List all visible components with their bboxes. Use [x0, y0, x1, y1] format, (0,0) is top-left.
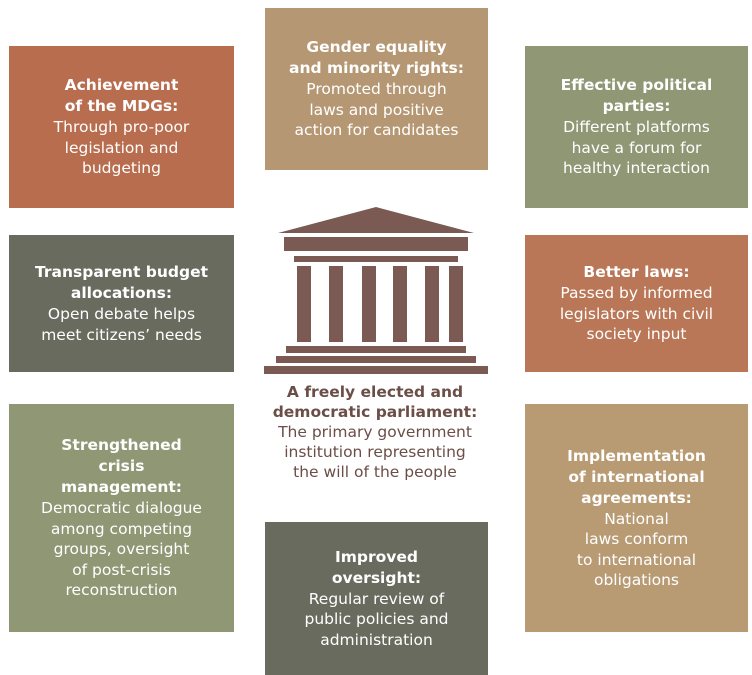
- box-political-parties-title: Effective political parties:: [560, 76, 713, 116]
- box-improved-oversight: Improved oversight: Regular review of pu…: [265, 522, 488, 675]
- box-better-laws-title: Better laws:: [583, 263, 690, 282]
- box-crisis-management-title: Strengthened crisis management:: [60, 436, 183, 497]
- box-international-agreements: Implementation of international agreemen…: [525, 404, 748, 632]
- box-crisis-management-body: Democratic dialogue among competing grou…: [41, 499, 202, 600]
- box-mdgs-body: Through pro-poor legislation and budgeti…: [53, 118, 190, 178]
- box-budget-allocations-body: Open debate helps meet citizens’ needs: [41, 305, 202, 344]
- box-improved-oversight-body: Regular review of public policies and ad…: [304, 589, 449, 649]
- center-caption-body: The primary government institution repre…: [278, 423, 472, 481]
- box-improved-oversight-title: Improved oversight:: [331, 547, 422, 587]
- box-budget-allocations: Transparent budget allocations: Open deb…: [9, 235, 234, 372]
- box-better-laws-body: Passed by informed legislators with civi…: [559, 284, 714, 344]
- box-international-agreements-title: Implementation of international agreemen…: [567, 446, 706, 507]
- box-budget-allocations-title: Transparent budget allocations:: [34, 263, 209, 302]
- center-caption: A freely elected and democratic parliame…: [258, 382, 492, 482]
- box-mdgs: Achievement of the MDGs: Through pro-poo…: [9, 46, 234, 208]
- box-better-laws: Better laws: Passed by informed legislat…: [525, 235, 748, 372]
- box-political-parties-body: Different platforms have a forum for hea…: [563, 118, 710, 178]
- box-crisis-management: Strengthened crisis management: Democrat…: [9, 404, 234, 632]
- box-gender-equality-title: Gender equality and minority rights:: [289, 38, 464, 78]
- box-mdgs-title: Achievement of the MDGs:: [64, 76, 179, 116]
- box-political-parties: Effective political parties: Different p…: [525, 46, 748, 208]
- box-international-agreements-body: National laws conform to international o…: [576, 509, 697, 590]
- parliament-building-icon: [264, 207, 488, 374]
- box-gender-equality: Gender equality and minority rights: Pro…: [265, 8, 488, 170]
- box-gender-equality-body: Promoted through laws and positive actio…: [294, 80, 459, 140]
- center-caption-title: A freely elected and democratic parliame…: [272, 383, 478, 421]
